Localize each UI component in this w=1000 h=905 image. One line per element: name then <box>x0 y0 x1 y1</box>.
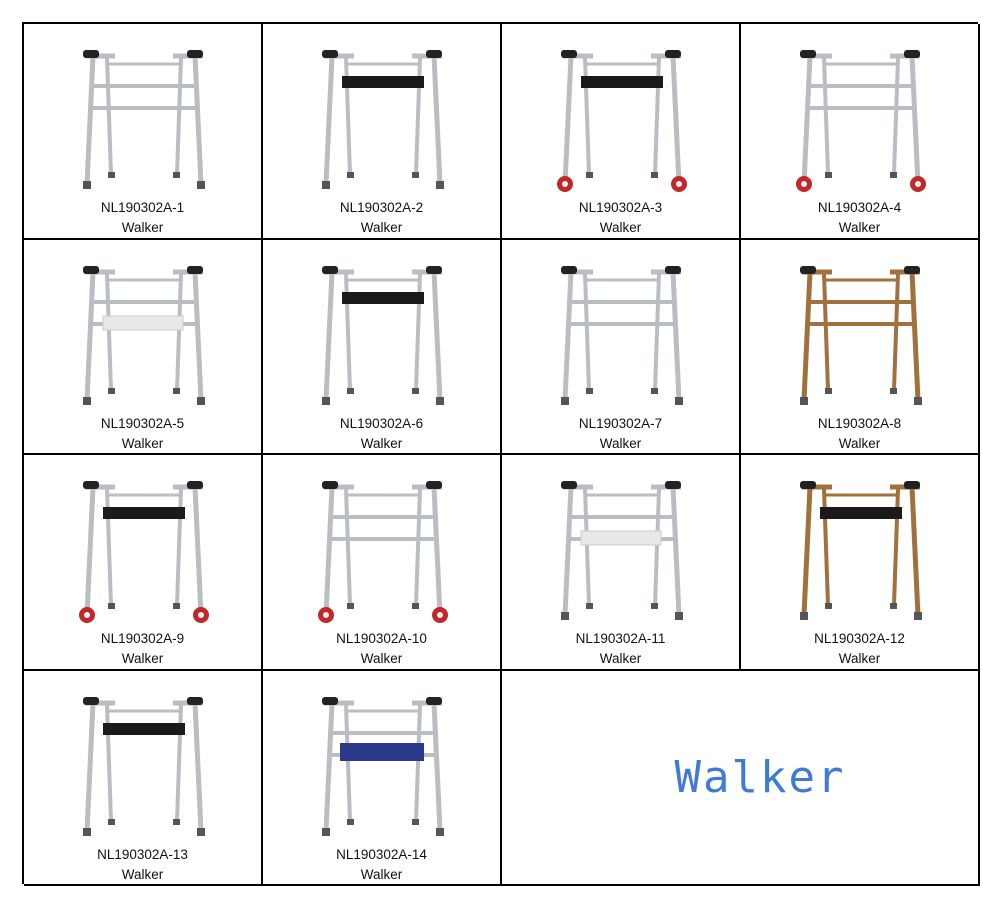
product-code: NL190302A-14 <box>336 846 427 862</box>
feature-cell: Walker <box>502 670 980 886</box>
product-name: Walker <box>360 435 403 451</box>
product-name: Walker <box>838 651 881 666</box>
walker-image <box>302 467 462 627</box>
product-code: NL190302A-1 <box>100 200 185 215</box>
walker-image <box>541 252 701 412</box>
product-code: NL190302A-5 <box>100 415 185 431</box>
product-name: Walker <box>121 866 164 882</box>
product-code: NL190302A-2 <box>339 200 424 215</box>
product-code: NL190302A-12 <box>814 631 905 646</box>
product-code: NL190302A-11 <box>575 631 666 646</box>
feature-title: Walker <box>674 751 846 803</box>
product-code: NL190302A-6 <box>339 415 424 431</box>
walker-image <box>63 252 223 412</box>
product-code: NL190302A-3 <box>578 200 663 215</box>
walker-image <box>541 467 701 627</box>
walker-image <box>780 36 940 196</box>
product-name: Walker <box>599 220 642 235</box>
product-code: NL190302A-7 <box>578 415 663 431</box>
walker-image <box>780 252 940 412</box>
product-code: NL190302A-10 <box>336 631 427 646</box>
walker-image <box>63 467 223 627</box>
product-name: Walker <box>360 220 403 235</box>
walker-image <box>302 683 462 843</box>
walker-image <box>63 36 223 196</box>
product-name: Walker <box>121 220 164 235</box>
walker-image <box>302 36 462 196</box>
product-name: Walker <box>838 220 881 235</box>
product-name: Walker <box>121 651 164 666</box>
product-name: Walker <box>360 866 403 882</box>
product-name: Walker <box>599 435 642 451</box>
product-name: Walker <box>360 651 403 666</box>
product-name: Walker <box>121 435 164 451</box>
walker-image <box>541 36 701 196</box>
product-code: NL190302A-8 <box>817 415 902 431</box>
walker-image <box>63 683 223 843</box>
walker-image <box>780 467 940 627</box>
product-code: NL190302A-9 <box>100 631 185 646</box>
product-code: NL190302A-13 <box>97 846 188 862</box>
walker-image <box>302 252 462 412</box>
product-name: Walker <box>599 651 642 666</box>
product-name: Walker <box>838 435 881 451</box>
product-code: NL190302A-4 <box>817 200 902 215</box>
